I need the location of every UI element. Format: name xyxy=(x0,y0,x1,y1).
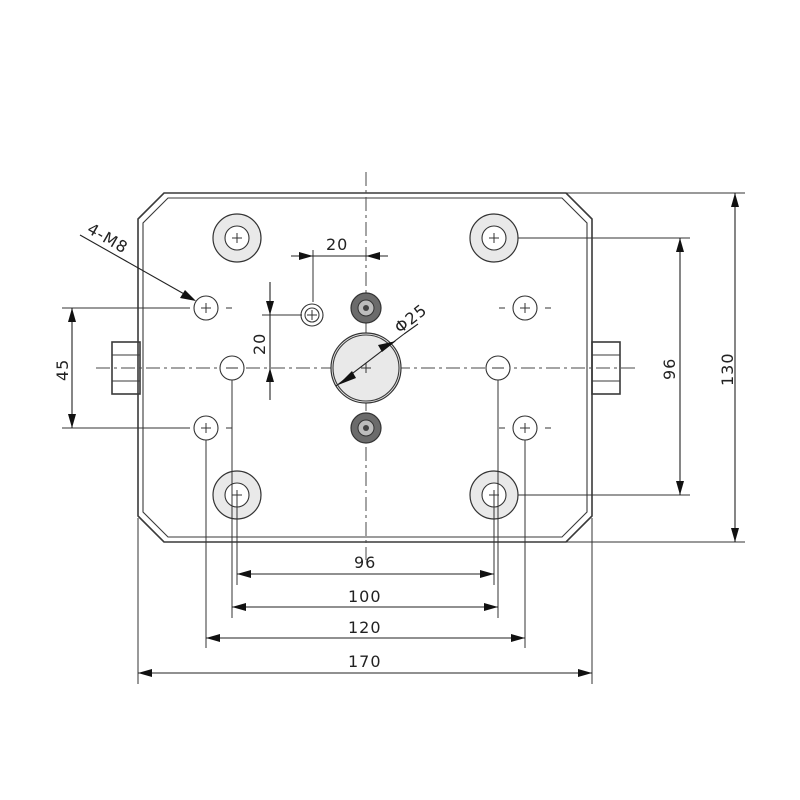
m8-hole-bottom-left xyxy=(193,415,232,441)
pin-top xyxy=(350,292,382,324)
dowel-hole-right xyxy=(485,355,511,381)
large-hole-top-right xyxy=(469,213,519,263)
m8-hole-top-left xyxy=(180,295,232,321)
dim-96-vertical-label: 96 xyxy=(660,358,679,380)
m8-leader xyxy=(79,234,196,301)
dim-20-horizontal xyxy=(291,250,388,302)
m8-hole-bottom-right xyxy=(499,415,551,441)
dim-120-label: 120 xyxy=(348,618,382,637)
dim-130-label: 130 xyxy=(718,352,737,386)
dim-120 xyxy=(206,634,525,642)
dowel-hole-left xyxy=(219,355,245,381)
bottom-extension-lines xyxy=(137,380,593,684)
dim-96-vertical xyxy=(518,237,690,496)
dim-100 xyxy=(232,603,498,611)
plate-inner-edge xyxy=(142,197,588,538)
dim-20-vertical xyxy=(262,282,302,400)
dim-96-horizontal xyxy=(237,570,494,578)
dim-20-vertical-label: 20 xyxy=(250,333,269,355)
diameter-leader xyxy=(335,323,419,387)
dim-130 xyxy=(566,192,745,543)
dim-100-label: 100 xyxy=(348,587,382,606)
dim-96-horizontal-label: 96 xyxy=(354,553,376,572)
large-hole-top-left xyxy=(212,213,262,263)
dim-170-label: 170 xyxy=(348,652,382,671)
m8-callout-label: 4-M8 xyxy=(84,219,132,257)
m8-hole-top-right xyxy=(499,295,551,321)
dim-45-label: 45 xyxy=(53,359,72,381)
dim-45 xyxy=(62,307,190,429)
dim-20-horizontal-label: 20 xyxy=(326,235,348,254)
dim-170 xyxy=(138,669,592,677)
diameter-label: Φ25 xyxy=(391,300,431,337)
small-offset-hole xyxy=(300,303,324,327)
pin-bottom xyxy=(350,412,382,444)
